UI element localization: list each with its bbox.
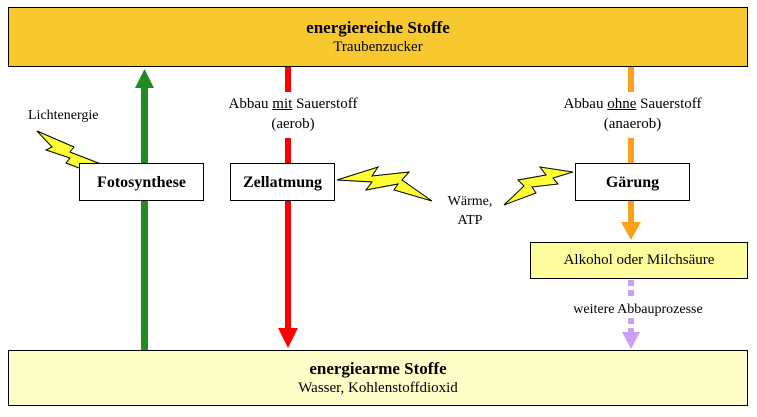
energiereiche-stoffe-box: energiereiche Stoffe Traubenzucker (8, 7, 748, 67)
weitere-abbauprozesse-label: weitere Abbauprozesse (573, 302, 703, 317)
energiearme-stoffe-title: energiearme Stoffe (309, 359, 447, 378)
aerob-label-emph: mit (272, 96, 293, 112)
waerme-atp-label: Wärme, ATP (430, 192, 510, 230)
waerme-label: Wärme, (447, 194, 493, 209)
gaerung-arrow (621, 67, 641, 240)
lichtenergie-label: Lichtenergie (28, 108, 99, 123)
energiearme-stoffe-box: energiearme Stoffe Wasser, Kohlenstoffdi… (8, 350, 748, 406)
energiereiche-stoffe-subtitle: Traubenzucker (333, 39, 423, 55)
fotosynthese-arrow (135, 69, 154, 350)
zellatmung-box: Zellatmung (230, 163, 335, 201)
energiereiche-stoffe-title: energiereiche Stoffe (306, 18, 450, 37)
anaerob-label-paren: (anaerob) (603, 116, 662, 132)
aerob-label-paren: (aerob) (271, 116, 315, 132)
lightning-bolt-icon (336, 166, 433, 202)
aerob-label-post: Sauerstoff (292, 96, 358, 112)
atp-label: ATP (457, 213, 483, 228)
lightning-bolt-icon (503, 166, 574, 206)
anaerob-label: Abbau ohne Sauerstoff (anaerob) (540, 94, 725, 134)
energiearme-stoffe-subtitle: Wasser, Kohlenstoffdioxid (298, 380, 458, 396)
aerob-label: Abbau mit Sauerstoff (aerob) (203, 94, 383, 134)
fotosynthese-box: Fotosynthese (79, 163, 204, 201)
aerob-label-pre: Abbau (228, 96, 273, 112)
anaerob-label-pre: Abbau (563, 96, 608, 112)
weitere-abbau-arrow (622, 280, 640, 349)
alkohol-milchsaeure-box: Alkohol oder Milchsäure (530, 242, 748, 279)
anaerob-label-emph: ohne (607, 96, 637, 112)
zellatmung-arrow (278, 67, 298, 348)
anaerob-label-post: Sauerstoff (636, 96, 702, 112)
gaerung-box: Gärung (575, 163, 690, 201)
